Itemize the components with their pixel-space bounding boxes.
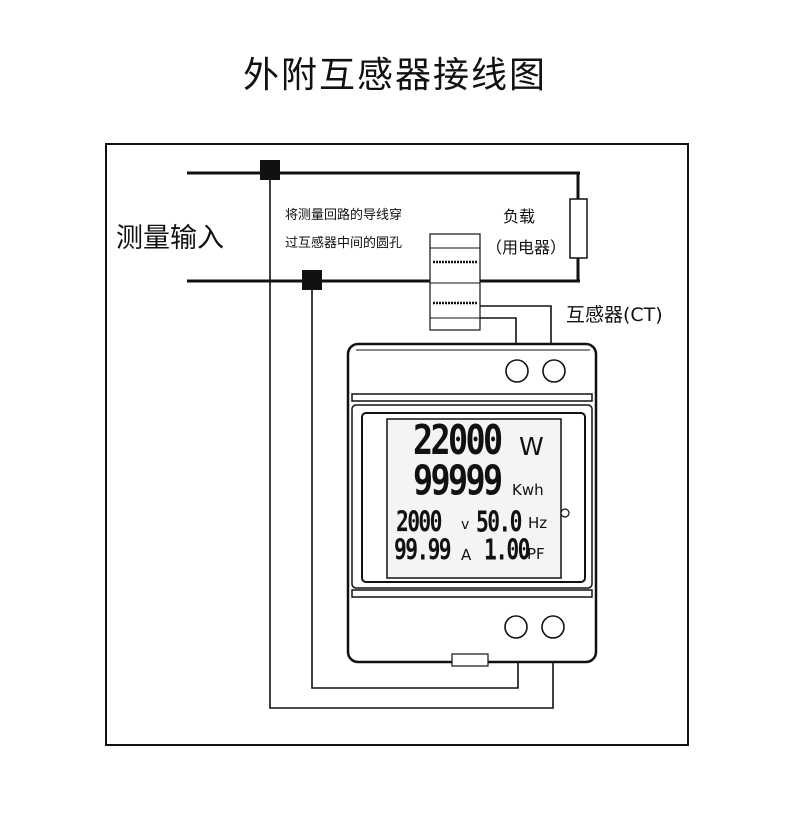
load-sub-label: （用电器） [486,238,567,257]
energy-unit: Kwh [512,481,544,499]
outer-frame [105,143,689,746]
measure-input-label: 测量输入 [116,223,224,254]
terminal-bottom-right [541,615,565,639]
energy-reading: 99999 [413,456,503,504]
terminal-bottom-left [504,615,528,639]
main-wires [187,171,580,283]
note-line-1: 将测量回路的导线穿 [285,208,403,223]
current-unit: A [461,546,472,564]
note-line-2: 过互感器中间的圆孔 [285,236,403,251]
terminal-top-left [505,359,529,383]
power-reading: 22000 [413,416,503,464]
voltage-reading: 2000 [396,506,442,539]
voltage-sense-wires [269,180,554,709]
frequency-unit: Hz [528,514,548,532]
diagram-title: 外附互感器接线图 [242,55,547,96]
power-unit: W [519,432,544,461]
terminals [504,359,566,639]
meter-body [346,342,598,667]
tap-node-top [260,160,280,180]
terminal-top-right [542,359,566,383]
current-transformer [429,233,481,331]
current-reading: 99.99 [394,534,452,567]
ct-label: 互感器(CT) [566,304,663,326]
power-factor-reading: 1.00 [484,534,530,567]
power-factor-unit: PF [527,545,545,563]
frequency-reading: 50.0 [476,506,522,539]
tap-node-bottom [302,270,322,290]
load-resistor [569,198,588,259]
load-label: 负载 [503,207,536,226]
voltage-unit: v [461,517,470,533]
